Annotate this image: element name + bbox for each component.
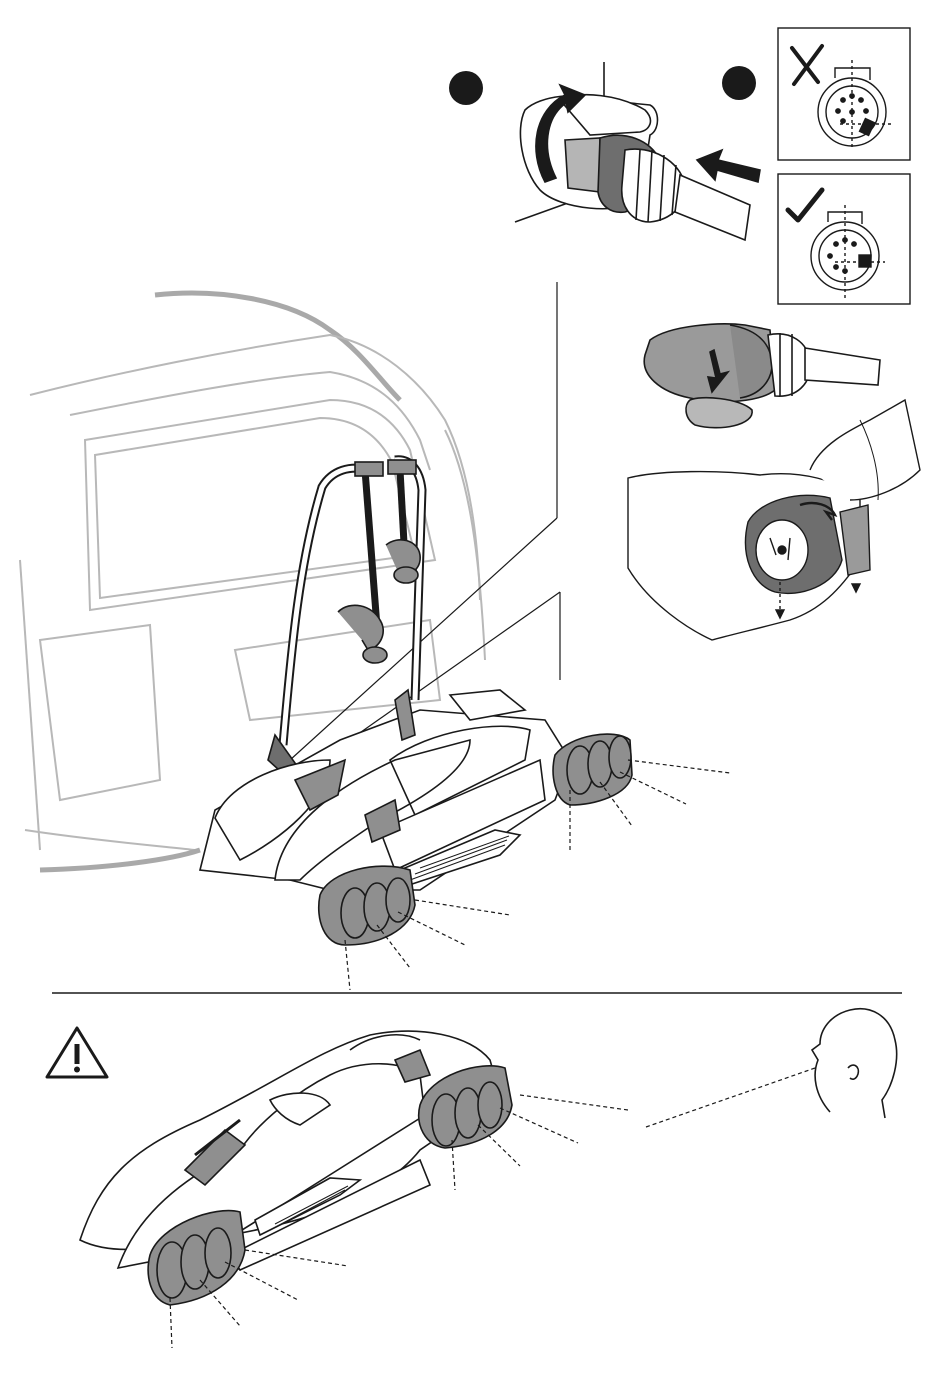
plug-check-correct-box bbox=[778, 174, 910, 304]
plug-check-wrong-box bbox=[778, 28, 910, 160]
plug-rotate-detail bbox=[644, 324, 880, 428]
step-badge-1 bbox=[449, 71, 483, 105]
bike-carrier-folded bbox=[80, 1031, 512, 1305]
push-arrow-icon bbox=[697, 150, 760, 182]
hands-socket-detail bbox=[628, 400, 920, 640]
head-profile-icon bbox=[812, 1009, 897, 1118]
warning-triangle-icon bbox=[47, 1028, 107, 1077]
step-badge-2 bbox=[722, 66, 756, 100]
